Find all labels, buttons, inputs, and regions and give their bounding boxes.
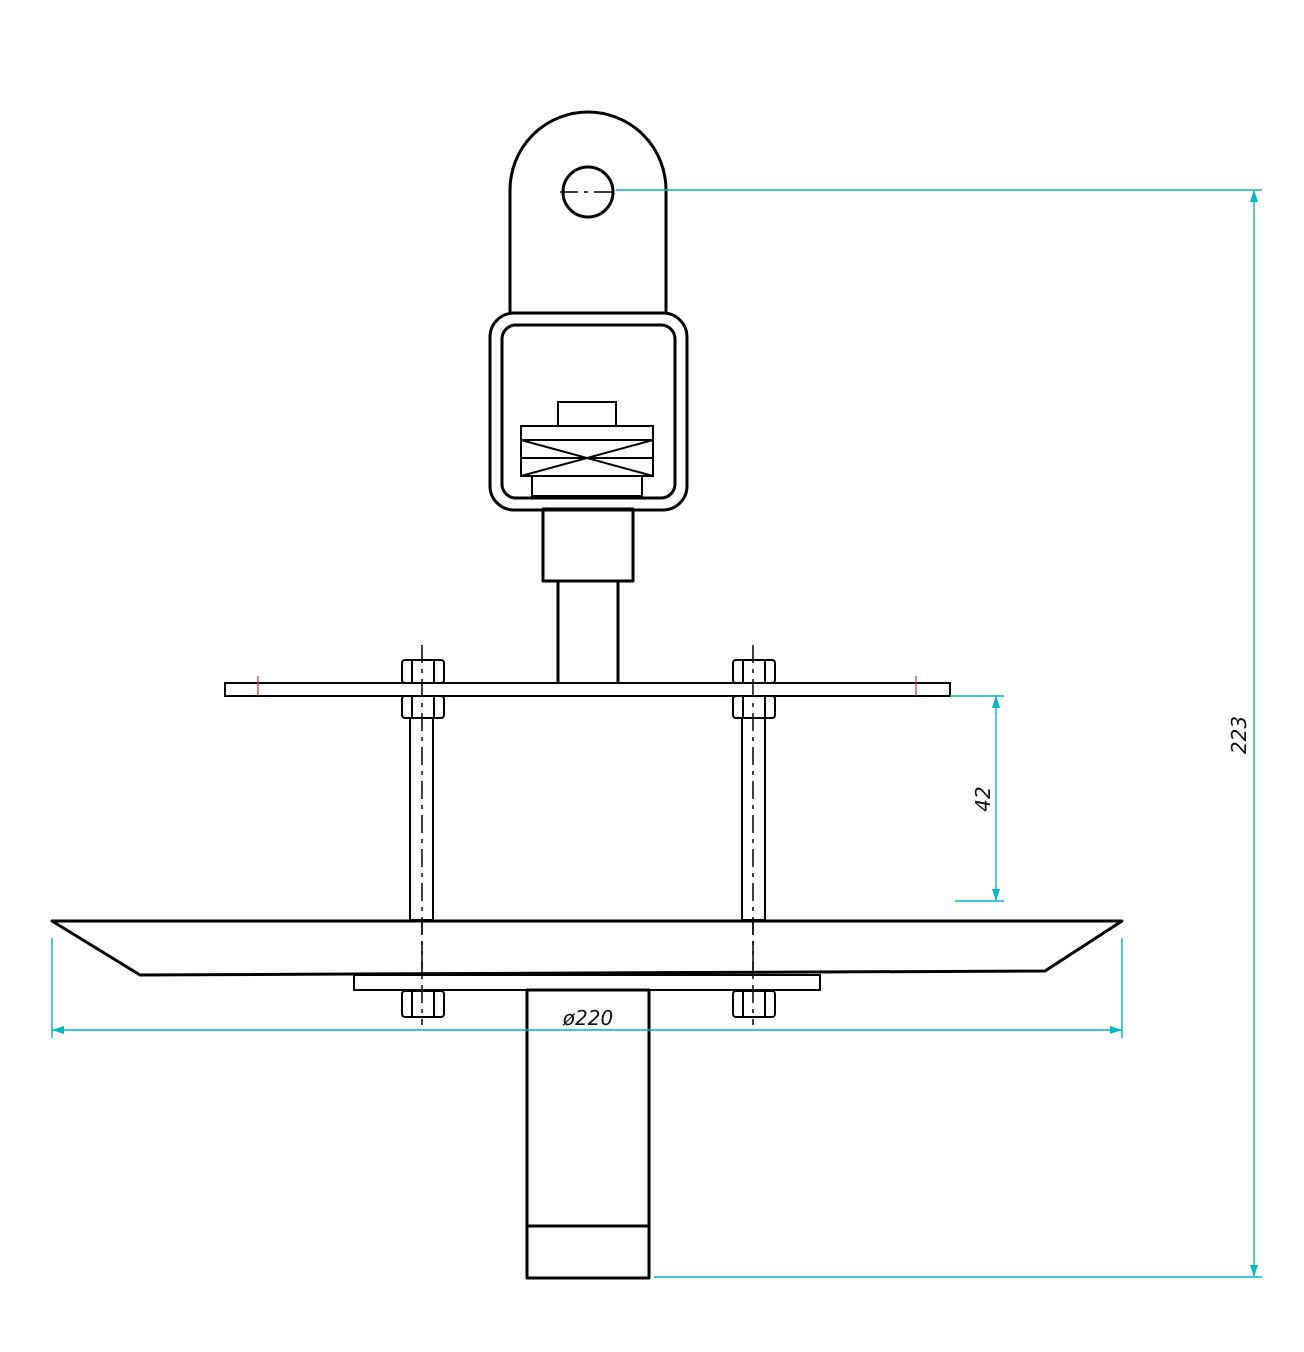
top-plate [224,676,951,697]
dimension-rod-spacing: 42 [950,695,1004,902]
lifting-eye [508,110,668,314]
bottom-plate [353,974,821,991]
rod-spacing-label: 42 [971,786,995,811]
left-threaded-rod [401,645,445,1025]
diameter-label: ø220 [562,1006,613,1030]
clamp-frame [488,311,689,512]
overall-height-label: 223 [1227,716,1251,754]
dimension-overall-height: 223 [616,189,1262,1278]
bearing-block [520,401,654,497]
right-threaded-rod [732,645,776,1025]
upper-shaft [541,507,635,683]
lower-spigot [525,988,651,1280]
dimension-diameter: ø220 [51,938,1123,1038]
dish-plate [50,919,1124,977]
